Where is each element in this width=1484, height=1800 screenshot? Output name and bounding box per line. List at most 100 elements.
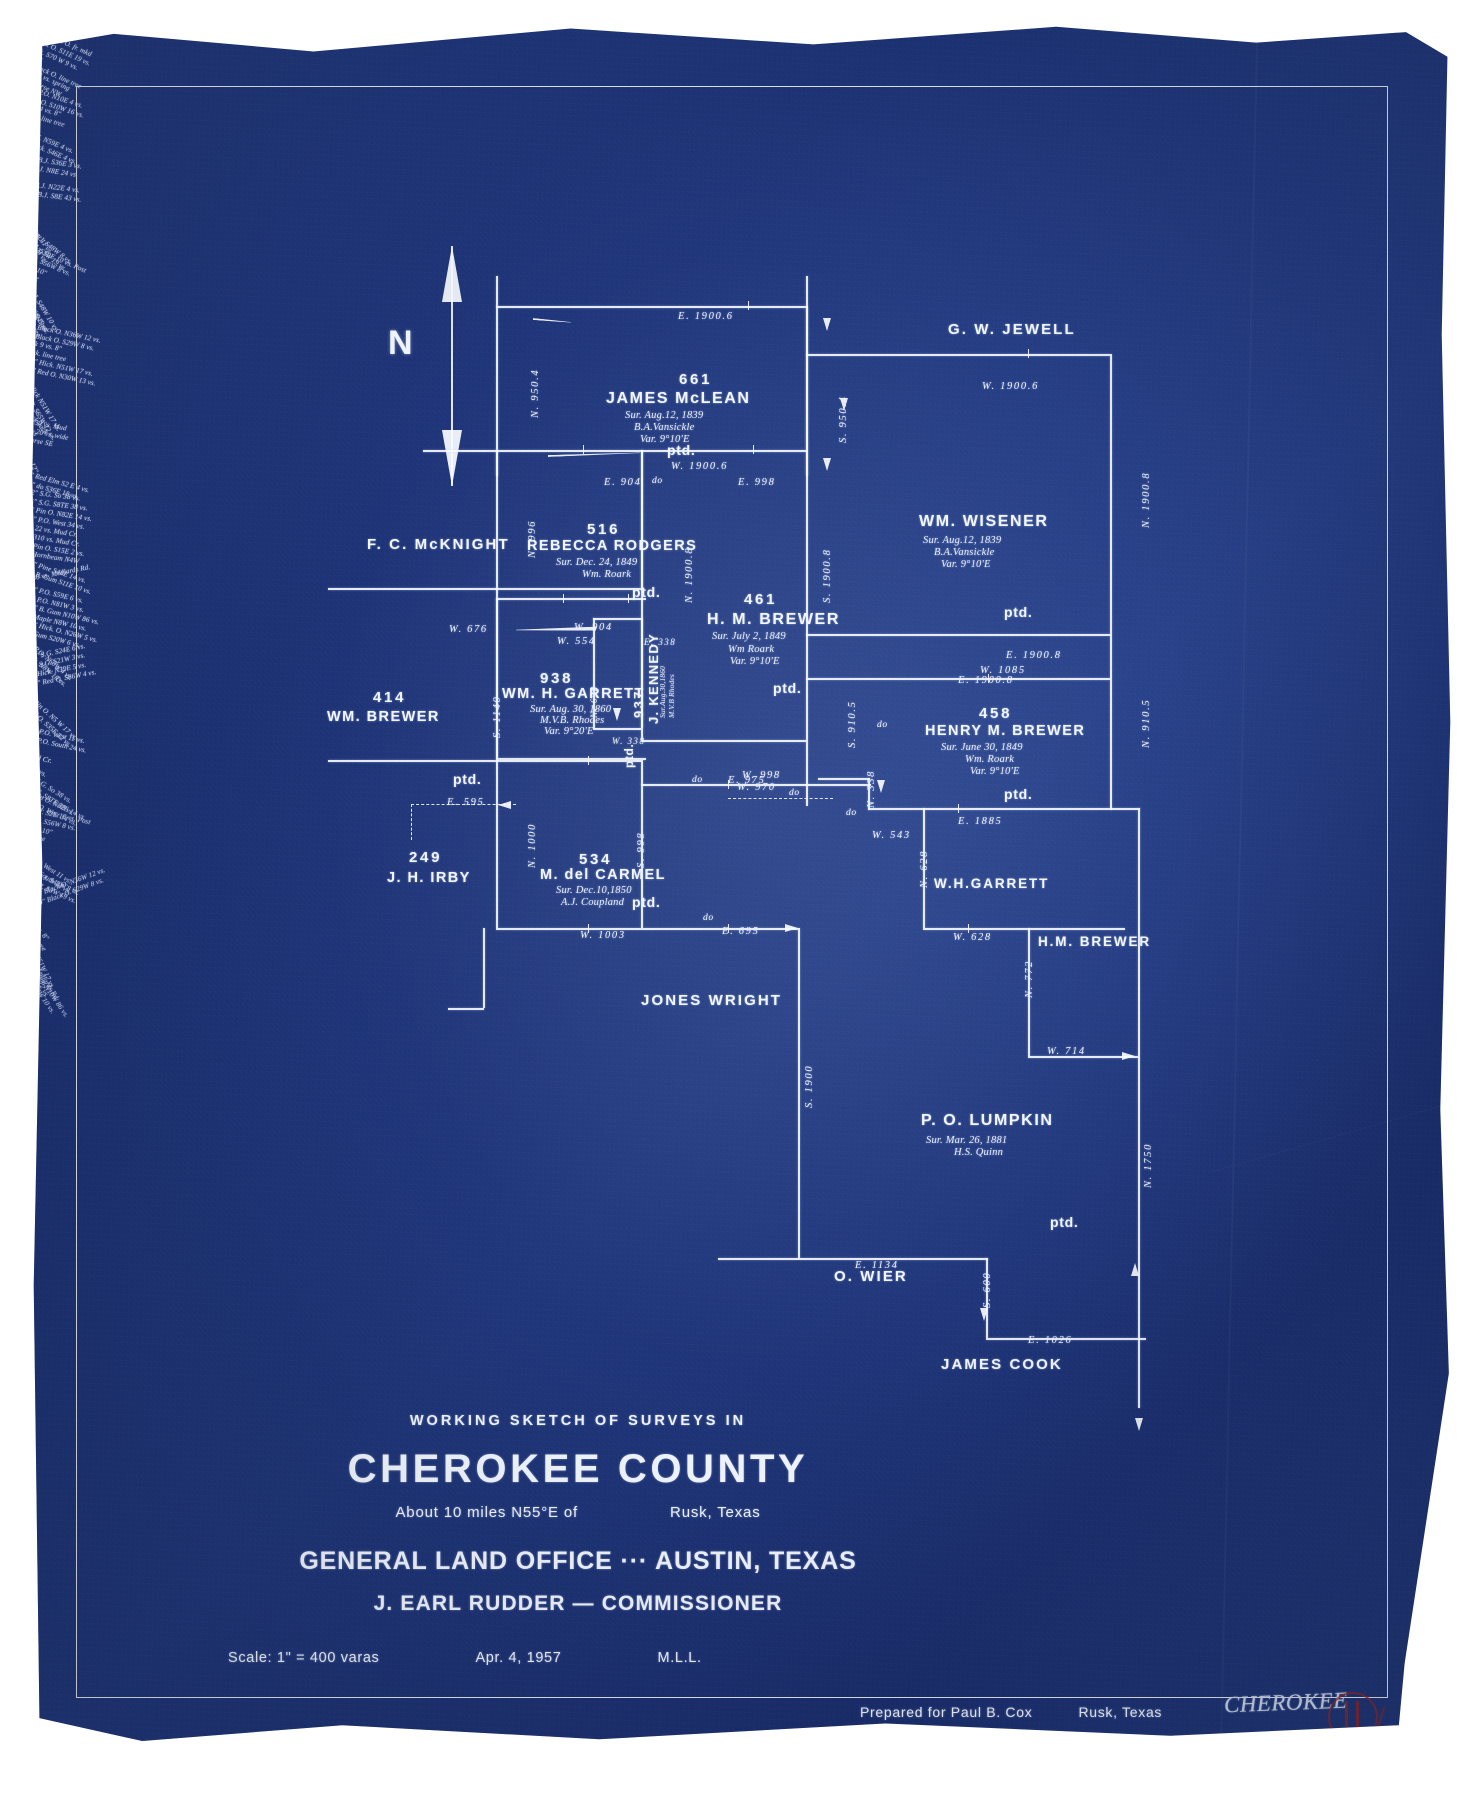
dimension-label: E. 975 [728, 775, 766, 786]
dimension-label: W. 1900.6 [671, 461, 729, 472]
dimension-label: W. 554 [557, 636, 596, 647]
survey-line [806, 354, 1110, 356]
survey-number-414: 414 [373, 689, 407, 706]
archive-stamp-icon [1328, 1692, 1378, 1742]
survey-call-arrow [498, 801, 511, 809]
prepared-for-line: Prepared for Paul B. Cox Rusk, Texas [860, 1704, 1162, 1720]
location-bearing: About 10 miles N55°E of [395, 1504, 579, 1521]
survey-number-516: 516 [587, 521, 621, 538]
survey-line [496, 588, 641, 590]
dimension-label: W. 628 [953, 932, 992, 943]
survey-date-lumpkin: Sur. Mar. 26, 1881 [926, 1135, 1008, 1146]
dimension-label: E. 1026 [1028, 1335, 1073, 1346]
survey-name-wisener: WM. WISENER [919, 513, 1049, 530]
survey-line [868, 808, 1110, 810]
line-tick [748, 301, 750, 310]
survey-line [718, 1258, 988, 1260]
survey-name-661: JAMES McLEAN [606, 390, 751, 407]
survey-line [806, 306, 808, 806]
dimension-label: W. 970 [737, 782, 776, 793]
neighbor-label-wier: O. WIER [834, 1268, 908, 1285]
survey-surveyor-458: Wm. Roark [965, 754, 1015, 765]
land-office-line: GENERAL LAND OFFICE ··· AUSTIN, TEXAS [299, 1547, 857, 1575]
location-town: Rusk, Texas [670, 1504, 761, 1521]
initials-label: M.L.L. [657, 1650, 702, 1666]
survey-variation-458: Var. 9°10'E [970, 766, 1020, 777]
survey-line [593, 618, 595, 728]
dimension-label: W. 1085 [980, 665, 1026, 676]
dimension-label: E. 1900.6 [678, 311, 734, 322]
survey-line [593, 728, 641, 730]
ditto-mark: do [652, 476, 663, 486]
dimension-label: W. 676 [449, 624, 488, 635]
survey-line [423, 450, 498, 452]
line-tick [563, 594, 565, 603]
line-tick [28, 18, 37, 19]
survey-line [923, 928, 1125, 930]
dimension-label: E. 998 [738, 477, 776, 488]
dashed-survey-line [411, 804, 516, 805]
survey-date-534: Sur. Dec.10,1850 [556, 885, 632, 896]
survey-line [496, 758, 646, 760]
north-arrow-icon [432, 246, 472, 486]
survey-status-516: ptd. [632, 584, 661, 600]
survey-call-arrow [613, 708, 621, 721]
scale-label: Scale: 1" = 400 varas [228, 1650, 380, 1666]
dimension-label: E. 595 [447, 797, 485, 808]
dashed-survey-line [728, 798, 833, 799]
line-tick [753, 445, 755, 454]
survey-date-461: Sur. July 2, 1849 [712, 631, 786, 642]
dimension-label: N. 950.4 [530, 368, 541, 418]
survey-call-arrow [1122, 1052, 1135, 1060]
survey-call-arrow [823, 458, 831, 471]
survey-date-661: Sur. Aug.12, 1839 [625, 410, 704, 421]
dimension-label: E. 695 [722, 926, 760, 937]
survey-line [798, 928, 800, 1258]
survey-surveyor-534: A.J. Coupland [561, 897, 625, 908]
line-tick [988, 674, 990, 683]
survey-line [496, 760, 498, 928]
dimension-label: S. 1900 [804, 1064, 815, 1108]
survey-name-534: M. del CARMEL [540, 867, 666, 883]
survey-line [496, 276, 498, 476]
line-tick [958, 804, 960, 813]
survey-status-461: ptd. [773, 680, 802, 696]
survey-line [806, 634, 1110, 636]
line-tick [728, 780, 730, 789]
survey-number-461: 461 [744, 591, 778, 608]
dimension-label: N. 1750 [1143, 1142, 1154, 1188]
survey-line [496, 928, 798, 930]
survey-line [641, 740, 806, 742]
line-tick [588, 756, 590, 765]
survey-number-661: 661 [679, 371, 713, 388]
survey-status-661: ptd. [667, 442, 696, 458]
survey-line [496, 598, 646, 600]
survey-line [923, 808, 925, 928]
dimension-label: E. 1900.8 [958, 675, 1014, 686]
dimension-label: W. 543 [872, 830, 911, 841]
survey-surveyor-wisener: B.A.Vansickle [934, 547, 995, 558]
survey-number-458: 458 [979, 705, 1013, 722]
survey-date-516: Sur. Dec. 24, 1849 [556, 557, 638, 568]
survey-name-938: WM. H. GARRETT [502, 686, 645, 702]
dimension-label: W. 998 [742, 770, 781, 781]
survey-variation-938: Var. 9°20'E [544, 726, 594, 737]
line-tick [28, 21, 37, 22]
title-line-1: WORKING SKETCH OF SURVEYS IN [409, 1413, 747, 1429]
survey-name-249: J. H. IRBY [387, 870, 471, 886]
dimension-label: E. 338 [644, 637, 677, 647]
survey-surveyor-516: Wm. Roark [582, 569, 632, 580]
survey-status-534: ptd. [632, 894, 661, 910]
survey-line [496, 450, 806, 452]
dimension-label: W. 904 [574, 622, 613, 633]
ditto-mark: do [846, 808, 857, 818]
dimension-label: W. 714 [1047, 1046, 1086, 1057]
survey-name-461: H. M. BREWER [707, 611, 840, 628]
survey-line [818, 778, 870, 780]
prepared-for-text: Prepared for Paul B. Cox [860, 1704, 1033, 1720]
survey-line [641, 450, 643, 740]
dimension-label: W. 338 [612, 736, 646, 746]
prepared-place-text: Rusk, Texas [1078, 1704, 1163, 1720]
line-tick [28, 19, 37, 20]
